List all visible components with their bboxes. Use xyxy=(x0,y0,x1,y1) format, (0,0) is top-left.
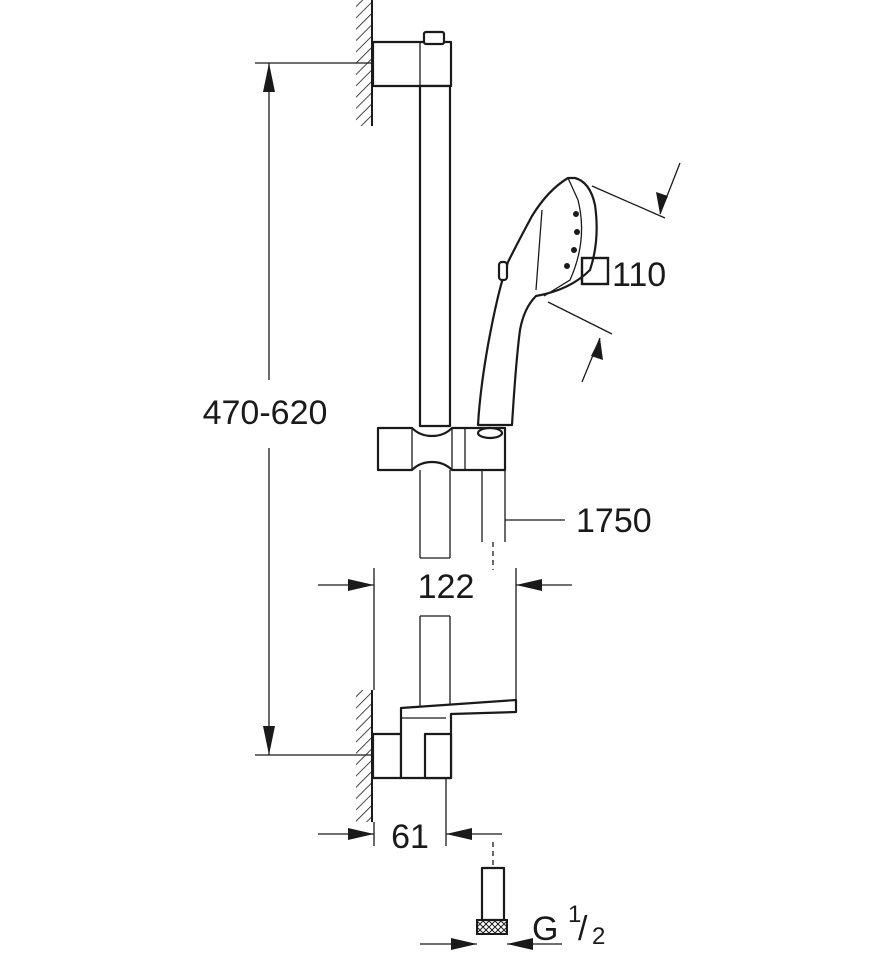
hand-shower-size-label: 110 xyxy=(612,256,666,294)
hand-shower xyxy=(476,176,598,440)
height-range-label: 470-620 xyxy=(203,394,328,432)
shower-rail-upper xyxy=(418,84,452,559)
rail-width-dimension: 122 xyxy=(318,568,572,700)
square-size-symbol xyxy=(580,256,610,286)
hand-shower-size-dimension: 110 xyxy=(547,162,681,383)
rail-width-label: 122 xyxy=(418,568,475,606)
thread-denominator: 2 xyxy=(592,923,605,950)
thread-numerator: 1 xyxy=(568,901,581,928)
thread-prefix: G xyxy=(532,910,558,948)
projection-label: 61 xyxy=(391,818,429,856)
top-wall-bracket xyxy=(371,30,453,88)
shower-hose xyxy=(481,470,506,570)
bottom-wall-bracket xyxy=(371,698,518,780)
hose-connector xyxy=(476,842,508,935)
wall-lower xyxy=(356,690,373,822)
hose-length-dimension: 1750 xyxy=(505,502,652,540)
height-dimension: 470-620 xyxy=(203,62,372,756)
projection-dimension: 61 xyxy=(318,778,502,856)
hose-length-label: 1750 xyxy=(576,502,652,540)
thread-slash: / xyxy=(578,910,588,948)
shower-rail-lower xyxy=(419,615,451,710)
thread-dimension: G 1 / 2 xyxy=(420,901,605,950)
